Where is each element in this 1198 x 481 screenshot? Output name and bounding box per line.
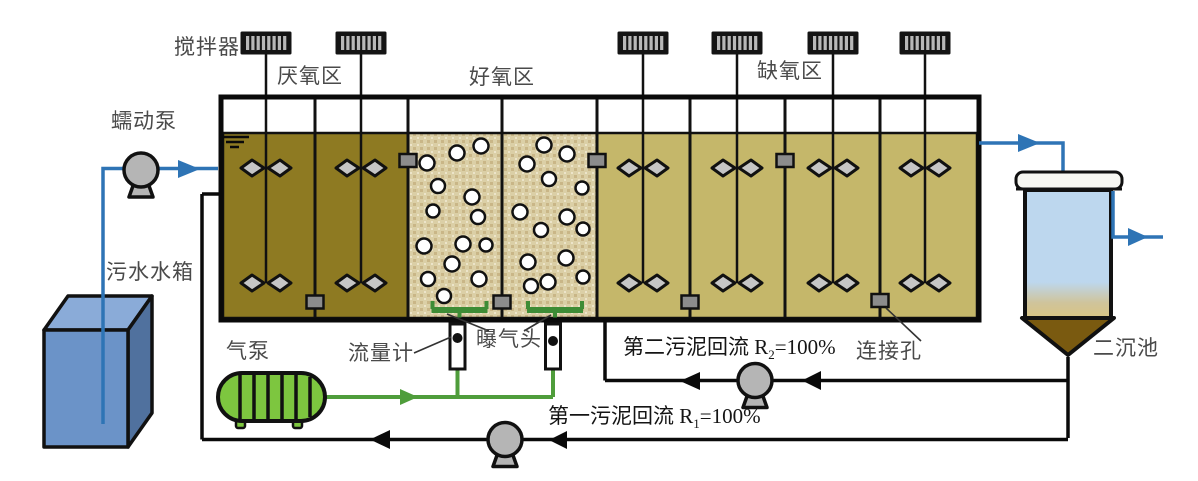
sewage-tank-cube	[42, 294, 154, 449]
label-aeration-head: 曝气头	[476, 327, 542, 351]
label-connection-hole: 连接孔	[856, 339, 922, 363]
influent-arrow-icon	[178, 160, 200, 178]
bubble	[418, 154, 436, 172]
bubble	[425, 203, 441, 219]
bubble	[519, 253, 537, 271]
aeration-head-pointer-line	[446, 313, 490, 332]
bubble-field	[415, 136, 591, 305]
connection-hole	[398, 152, 418, 169]
air-pipe	[325, 369, 555, 399]
recycle2-text: 第二污泥回流 R	[623, 335, 769, 359]
bubble	[463, 188, 481, 206]
bubble	[454, 235, 472, 253]
connection-hole	[775, 152, 795, 169]
label-sewage-tank: 污水水箱	[106, 260, 194, 284]
clarifier-body	[1023, 188, 1113, 320]
recycle2-value: =100%	[774, 335, 836, 359]
connection-hole	[680, 294, 700, 310]
bubble	[539, 273, 557, 291]
label-anaerobic-zone: 厌氧区	[277, 64, 343, 88]
recycle1-arrow-icon	[549, 431, 567, 449]
label-flow-meter: 流量计	[348, 341, 414, 365]
bubble	[575, 269, 591, 285]
recycle1-value: =100%	[699, 404, 761, 428]
clarifier-cone	[1020, 316, 1116, 357]
connection-hole	[492, 294, 512, 310]
recycle-pump-2-icon	[736, 361, 774, 410]
bubble	[535, 136, 553, 154]
bubble	[469, 208, 487, 226]
label-secondary-clarifier: 二沉池	[1093, 336, 1159, 360]
effluent-arrow-icon	[1128, 228, 1148, 246]
recycle2-arrow-icon	[802, 371, 821, 390]
water-level-icon	[222, 135, 249, 149]
bubble	[522, 277, 540, 295]
connection-hole-pointer-line	[885, 307, 922, 342]
air-flow-arrow-icon	[400, 389, 418, 405]
bubble	[574, 180, 590, 196]
recycle2-arrow-icon	[680, 372, 700, 390]
effluent-pipe	[1111, 191, 1163, 239]
reactor-outlet-pipe	[979, 141, 1065, 174]
connection-hole	[305, 294, 325, 310]
bubble	[557, 249, 575, 267]
peristaltic-pump-icon	[122, 151, 160, 199]
connection-holes	[305, 152, 890, 310]
flow-meter-pointer-line	[413, 336, 452, 354]
bubble	[419, 270, 437, 288]
outlet-arrow-icon	[1018, 134, 1040, 152]
flow-meter	[448, 322, 467, 371]
bubble	[435, 287, 453, 305]
sewage-tank-front-face	[42, 328, 130, 449]
recycle-pump-1-icon	[486, 420, 524, 469]
bubble	[472, 137, 490, 155]
recycle2-subscript: 2	[768, 347, 775, 363]
label-stirrer: 搅拌器	[174, 35, 240, 59]
secondary-clarifier	[1014, 170, 1124, 357]
label-peristaltic-pump: 蠕动泵	[111, 109, 177, 133]
bubble	[540, 170, 558, 188]
bubble	[518, 155, 536, 173]
label-anoxic-zone: 缺氧区	[757, 59, 823, 83]
bubble	[511, 203, 529, 221]
recycle1-arrow-icon	[370, 430, 390, 449]
flow-meters	[448, 322, 562, 371]
label-air-pump: 气泵	[226, 339, 270, 363]
reactor-tank	[218, 33, 982, 324]
reactor-tank-border	[218, 94, 982, 323]
sludge-recycle-1-pipe	[200, 192, 1068, 442]
clarifier-lid	[1014, 170, 1124, 191]
recycle1-text: 第一污泥回流 R	[548, 404, 694, 428]
flow-meter-float	[452, 333, 463, 343]
flow-meter	[544, 322, 562, 371]
label-sludge-recycle-2: 第二污泥回流 R2=100%	[623, 336, 836, 362]
aeration-head-pointer-line	[523, 314, 552, 332]
bubble	[443, 255, 461, 273]
bubble	[429, 177, 447, 195]
label-aerobic-zone: 好氧区	[469, 65, 535, 89]
bubble	[478, 237, 494, 253]
connection-hole	[587, 152, 607, 169]
compartment-walls	[313, 97, 882, 319]
bubble	[448, 144, 466, 162]
bubble	[575, 221, 591, 237]
bubble	[532, 221, 550, 239]
label-sludge-recycle-1: 第一污泥回流 R1=100%	[548, 405, 761, 431]
air-pump-icon	[216, 371, 327, 430]
flow-meter-float	[548, 336, 558, 346]
label-pointer-lines	[413, 307, 922, 354]
recycle1-subscript: 1	[693, 416, 700, 432]
bubble	[558, 145, 576, 163]
connection-hole	[870, 292, 890, 309]
bubble	[558, 208, 576, 226]
bubble	[415, 237, 433, 255]
bubble	[470, 270, 488, 288]
